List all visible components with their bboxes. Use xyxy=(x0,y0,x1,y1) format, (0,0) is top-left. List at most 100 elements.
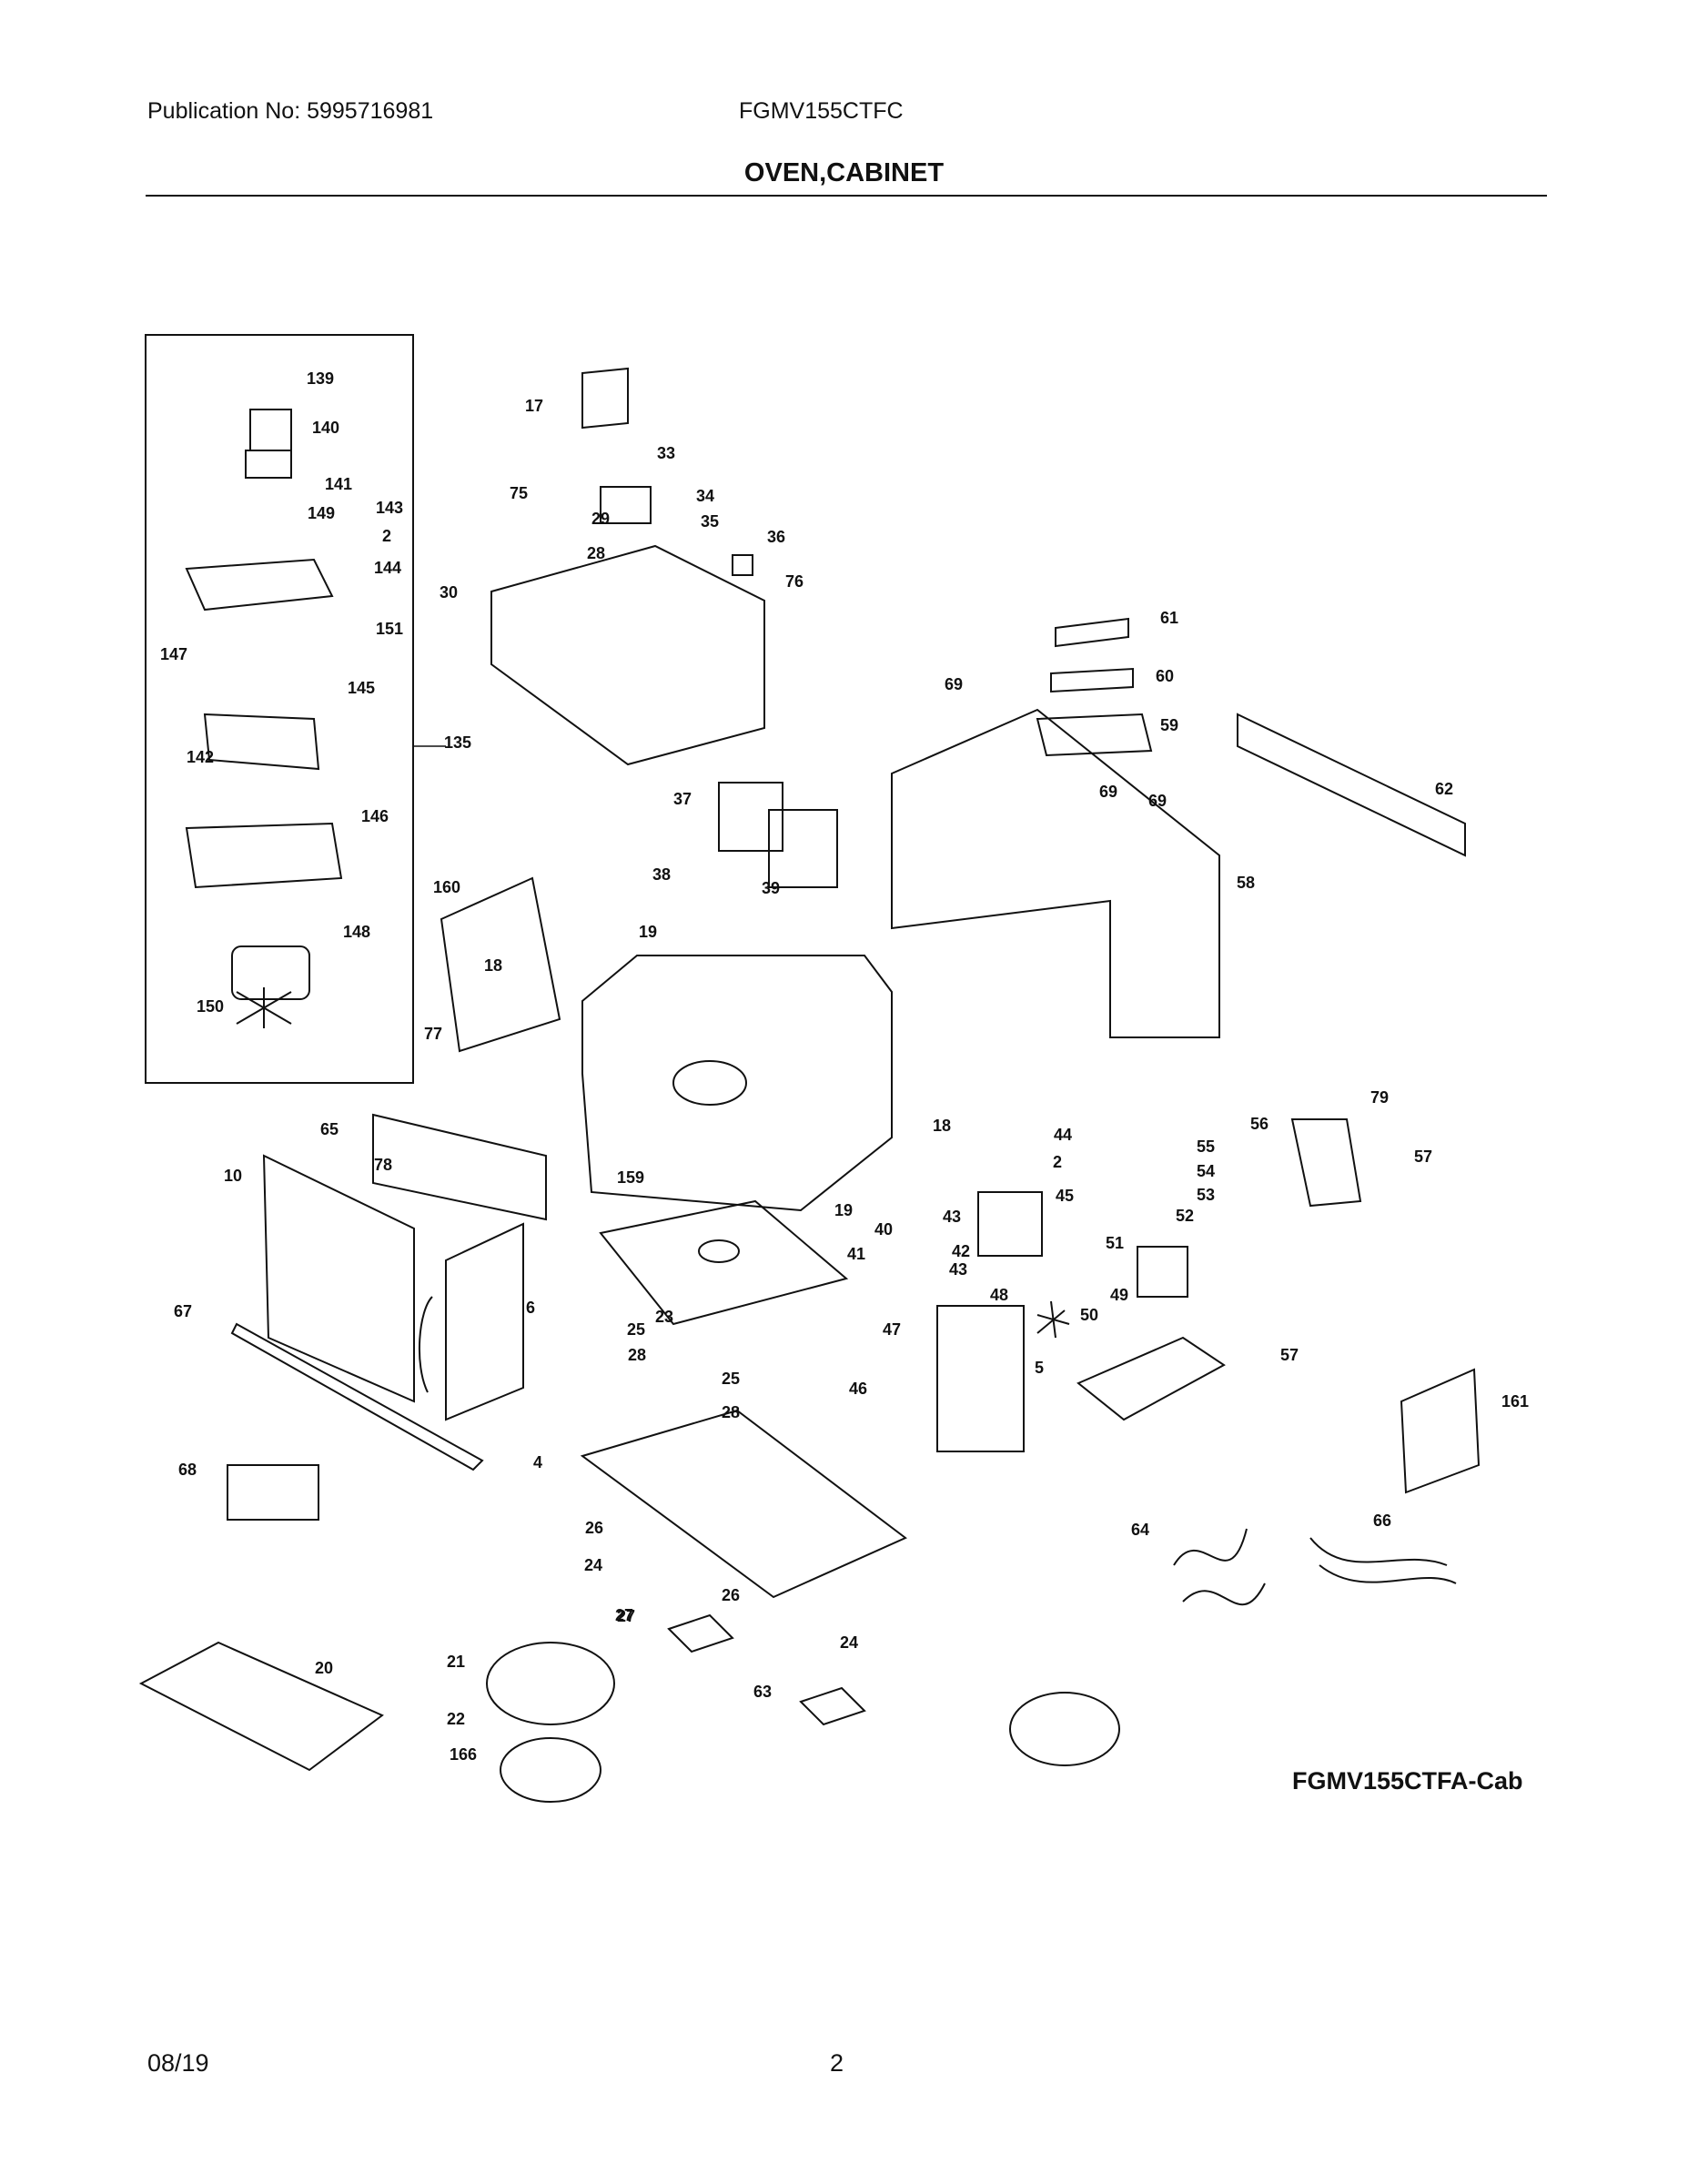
callout-34: 34 xyxy=(696,487,714,505)
callout-37: 37 xyxy=(673,790,692,808)
callout-66: 66 xyxy=(1373,1512,1391,1530)
callout-65: 65 xyxy=(320,1120,339,1138)
callout-151: 151 xyxy=(376,620,403,638)
callout-68: 68 xyxy=(178,1461,197,1479)
callout-17: 17 xyxy=(525,397,543,415)
callout-141: 141 xyxy=(325,475,352,493)
callout-41: 41 xyxy=(847,1245,865,1263)
callout-140: 140 xyxy=(312,419,339,437)
part-drawings xyxy=(138,367,1481,1803)
callout-139: 139 xyxy=(307,369,334,388)
callout-35: 35 xyxy=(701,512,719,531)
callout-25: 25 xyxy=(722,1370,740,1388)
callout-27: 27 xyxy=(615,1606,633,1624)
callout-59: 59 xyxy=(1160,716,1178,734)
callout-30: 30 xyxy=(440,583,458,602)
callout-21: 21 xyxy=(447,1653,465,1671)
callout-28: 28 xyxy=(587,544,605,562)
callout-69: 69 xyxy=(1099,783,1117,801)
callout-25: 25 xyxy=(627,1320,645,1339)
callout-144: 144 xyxy=(374,559,401,577)
callout-43: 43 xyxy=(949,1260,967,1279)
callout-19: 19 xyxy=(834,1201,853,1219)
callout-147: 147 xyxy=(160,645,187,663)
callout-64: 64 xyxy=(1131,1521,1149,1539)
callout-61: 61 xyxy=(1160,609,1178,627)
callout-78: 78 xyxy=(374,1156,392,1174)
callout-29: 29 xyxy=(591,510,610,528)
callout-23: 23 xyxy=(655,1308,673,1326)
callout-50: 50 xyxy=(1080,1306,1098,1324)
callout-135: 135 xyxy=(444,733,471,752)
callout-2: 2 xyxy=(1053,1153,1062,1171)
callout-77: 77 xyxy=(424,1025,442,1043)
callout-69: 69 xyxy=(945,675,963,693)
callout-63: 63 xyxy=(753,1683,772,1701)
publication-number: Publication No: 5995716981 xyxy=(147,98,434,124)
callout-6: 6 xyxy=(526,1299,535,1317)
leader-lines xyxy=(227,745,446,1466)
callout-54: 54 xyxy=(1197,1162,1215,1180)
callout-39: 39 xyxy=(762,879,780,897)
callout-55: 55 xyxy=(1197,1138,1215,1156)
callout-67: 67 xyxy=(174,1302,192,1320)
callout-58: 58 xyxy=(1237,874,1255,892)
callout-48: 48 xyxy=(990,1286,1008,1304)
callout-28: 28 xyxy=(722,1403,740,1421)
callout-51: 51 xyxy=(1106,1234,1124,1252)
callout-33: 33 xyxy=(657,444,675,462)
callout-46: 46 xyxy=(849,1380,867,1398)
callout-69: 69 xyxy=(1148,792,1167,810)
callout-45: 45 xyxy=(1056,1187,1074,1205)
callout-56: 56 xyxy=(1250,1115,1269,1133)
model-number: FGMV155CTFC xyxy=(739,98,904,124)
callout-79: 79 xyxy=(1370,1088,1389,1107)
callout-19: 19 xyxy=(639,923,657,941)
callout-24: 24 xyxy=(840,1633,858,1652)
callout-62: 62 xyxy=(1435,780,1453,798)
callout-2: 2 xyxy=(382,527,391,545)
callout-143: 143 xyxy=(376,499,403,517)
callout-22: 22 xyxy=(447,1710,465,1728)
callout-150: 150 xyxy=(197,997,224,1016)
callout-49: 49 xyxy=(1110,1286,1128,1304)
callout-53: 53 xyxy=(1197,1186,1215,1204)
callout-60: 60 xyxy=(1156,667,1174,685)
callout-27: 27 xyxy=(617,1607,635,1625)
section-title: OVEN,CABINET xyxy=(743,158,945,187)
callout-160: 160 xyxy=(433,878,460,896)
callout-4: 4 xyxy=(533,1453,542,1471)
callout-5: 5 xyxy=(1035,1359,1044,1377)
callout-148: 148 xyxy=(343,923,370,941)
callout-142: 142 xyxy=(187,748,214,766)
callout-57: 57 xyxy=(1280,1346,1299,1364)
callout-75: 75 xyxy=(510,484,528,502)
callout-76: 76 xyxy=(785,572,804,591)
callout-36: 36 xyxy=(767,528,785,546)
callout-18: 18 xyxy=(933,1117,951,1135)
callout-145: 145 xyxy=(348,679,375,697)
callout-28: 28 xyxy=(628,1346,646,1364)
title-rule xyxy=(146,195,1547,197)
callout-40: 40 xyxy=(874,1220,893,1239)
callout-20: 20 xyxy=(315,1659,333,1677)
callout-166: 166 xyxy=(450,1745,477,1764)
callout-47: 47 xyxy=(883,1320,901,1339)
callout-146: 146 xyxy=(361,807,389,825)
callout-24: 24 xyxy=(584,1556,602,1574)
publication-date: 08/19 xyxy=(147,2049,209,2077)
callout-52: 52 xyxy=(1176,1207,1194,1225)
callout-42: 42 xyxy=(952,1242,970,1260)
callout-57: 57 xyxy=(1414,1148,1432,1166)
callout-159: 159 xyxy=(617,1168,644,1187)
callout-38: 38 xyxy=(652,865,671,884)
callout-161: 161 xyxy=(1501,1392,1529,1410)
drawing-code: FGMV155CTFA-Cab xyxy=(1292,1767,1523,1795)
callout-149: 149 xyxy=(308,504,335,522)
callout-43: 43 xyxy=(943,1208,961,1226)
inset-assembly-box xyxy=(145,334,414,1084)
callout-44: 44 xyxy=(1054,1126,1072,1144)
callout-26: 26 xyxy=(722,1586,740,1604)
